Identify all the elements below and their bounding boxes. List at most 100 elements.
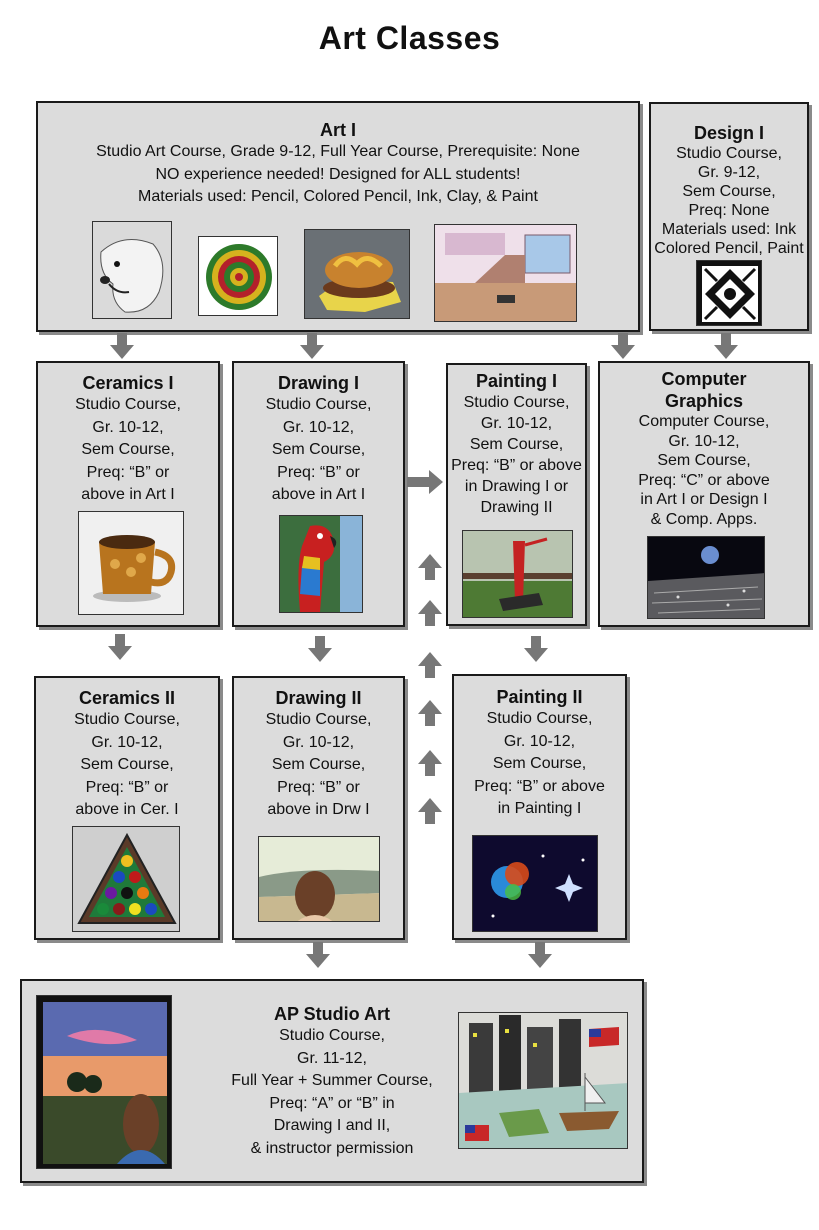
artwork-clay-burger-image (304, 229, 410, 319)
course-line: Studio Course, (486, 710, 593, 727)
course-box-painting-1: Painting I Studio Course, Gr. 10-12, Sem… (446, 363, 587, 626)
artwork-sunset-girl-image (36, 995, 172, 1169)
course-line: Gr. 10-12, (480, 415, 553, 432)
course-line: Sem Course, (657, 452, 751, 469)
course-box-drawing-1: Drawing I Studio Course, Gr. 10-12, Sem … (232, 361, 405, 627)
course-line: Studio Course, (75, 396, 181, 413)
course-line: Studio Art Course, Grade 9-12, Full Year… (96, 143, 580, 160)
artwork-ink-pattern-image (696, 260, 762, 326)
course-box-computer-graphics: Computer Graphics Computer Course, Gr. 1… (598, 361, 810, 627)
course-line: in Painting I (497, 800, 582, 817)
course-title: Art I (320, 120, 356, 140)
course-line: Gr. 10-12, (668, 432, 740, 450)
course-line: Studio Course, (279, 1027, 385, 1044)
arrow-down-ceramics1-to-ceramics2 (108, 634, 132, 660)
artwork-space-painting-image (472, 835, 598, 932)
course-box-design-1: Design I Studio Course, Gr. 9-12, Sem Co… (649, 102, 809, 331)
course-title: AP Studio Art (274, 1004, 390, 1024)
course-line: Sem Course, (80, 756, 174, 773)
course-line: Sem Course, (682, 183, 776, 200)
arrow-down-art1-to-computer-graphics (611, 333, 635, 359)
course-box-drawing-2: Drawing II Studio Course, Gr. 10-12, Sem… (232, 676, 405, 940)
course-line: Full Year + Summer Course, (231, 1072, 433, 1089)
course-line: Drawing I and II, (273, 1117, 391, 1134)
course-line: Gr. 9-12, (697, 164, 761, 181)
course-line: Studio Course, (463, 394, 570, 411)
artwork-earthrise-image (647, 536, 765, 619)
arrow-down-art1-to-drawing1 (300, 333, 324, 359)
course-line: above in Cer. I (75, 801, 179, 818)
course-line: NO experience needed! Designed for ALL s… (155, 165, 521, 183)
course-line: Sem Course, (469, 436, 564, 453)
course-box-ceramics-1: Ceramics I Studio Course, Gr. 10-12, Sem… (36, 361, 220, 627)
course-line: & Comp. Apps. (650, 510, 758, 528)
course-line: in Art I or Design I (640, 491, 768, 508)
course-line: above in Art I (81, 486, 175, 503)
course-line: Preq: “B” or (85, 778, 169, 796)
artwork-ceramic-mug-image (78, 511, 184, 615)
course-line: Colored Pencil, Paint (654, 240, 804, 257)
course-line: Preq: “B” or above (474, 777, 605, 795)
course-box-ap-studio-art: AP Studio Art Studio Course, Gr. 11-12, … (20, 979, 644, 1183)
course-line: Preq: “A” or “B” in (269, 1094, 395, 1112)
arrow-up-drawing2-to-painting1 (418, 600, 442, 626)
course-line: Studio Course, (74, 711, 180, 728)
artwork-girl-seascape-image (258, 836, 380, 922)
course-line: Preq: “B” or above (451, 457, 582, 474)
course-line: Sem Course, (271, 756, 366, 773)
course-box-painting-2: Painting II Studio Course, Gr. 10-12, Se… (452, 674, 627, 940)
arrow-up-drawing2-to-painting1 (418, 652, 442, 678)
arrow-up-drawing2-to-painting1 (418, 700, 442, 726)
artwork-room-drawing-image (434, 224, 577, 322)
course-line: above in Drw I (267, 801, 370, 818)
course-title: Design I (693, 123, 764, 143)
course-title: Drawing II (275, 688, 362, 708)
artwork-billiard-tray-image (72, 826, 180, 932)
course-line: Sem Course, (81, 441, 175, 458)
course-line: Preq: “C” or above (638, 471, 770, 489)
arrow-right-drawing1-to-painting1 (407, 470, 443, 494)
page-title: Art Classes (318, 20, 501, 56)
course-title-line-2: Graphics (664, 391, 744, 411)
course-title: Drawing I (277, 373, 359, 393)
course-line: Sem Course, (271, 441, 366, 458)
course-box-ceramics-2: Ceramics II Studio Course, Gr. 10-12, Se… (34, 676, 220, 940)
course-line: Studio Course, (265, 711, 372, 728)
arrow-down-drawing2-to-ap (306, 942, 330, 968)
arrow-down-painting2-to-ap (528, 942, 552, 968)
course-line: above in Art I (271, 486, 366, 503)
arrow-up-drawing2-to-painting1 (418, 554, 442, 580)
artwork-city-harbor-image (458, 1012, 628, 1149)
course-title: Ceramics I (82, 373, 174, 393)
course-title-line-1: Computer (661, 369, 747, 389)
course-line: Gr. 10-12, (282, 418, 355, 436)
arrow-down-art1-to-ceramics1 (110, 333, 134, 359)
course-line: Computer Course, (638, 413, 770, 430)
arrow-down-design1-to-computer-graphics (714, 333, 738, 359)
course-line: Studio Course, (265, 396, 372, 413)
course-line: Preq: “B” or (277, 778, 360, 796)
course-line: Gr. 10-12, (503, 732, 576, 750)
artwork-dog-drawing-image (92, 221, 172, 319)
course-line: Preq: “B” or (277, 463, 360, 481)
course-line: Materials used: Ink (661, 221, 797, 238)
course-line: Materials used: Pencil, Colored Pencil, … (138, 188, 538, 205)
course-title: Ceramics II (78, 688, 176, 708)
artwork-parrot-image (279, 515, 363, 613)
course-line: Studio Course, (676, 145, 782, 162)
course-line: Sem Course, (492, 755, 587, 772)
arrow-up-drawing2-to-painting1 (418, 750, 442, 776)
course-box-art-1: Art I Studio Art Course, Grade 9-12, Ful… (36, 101, 640, 332)
artwork-red-pump-image (462, 530, 573, 618)
course-title: Painting I (476, 371, 557, 391)
arrow-down-drawing1-to-drawing2 (308, 636, 332, 662)
course-line: Gr. 10-12, (282, 733, 355, 751)
course-line: Gr. 10-12, (92, 418, 164, 436)
course-line: Gr. 11-12, (297, 1049, 367, 1067)
course-line: Gr. 10-12, (91, 733, 163, 751)
course-line: Preq: None (688, 202, 770, 219)
course-title: Painting II (496, 687, 583, 707)
course-line: in Drawing I or (464, 478, 569, 495)
arrow-down-painting1-to-painting2 (524, 636, 548, 662)
course-line: Drawing II (480, 499, 553, 516)
